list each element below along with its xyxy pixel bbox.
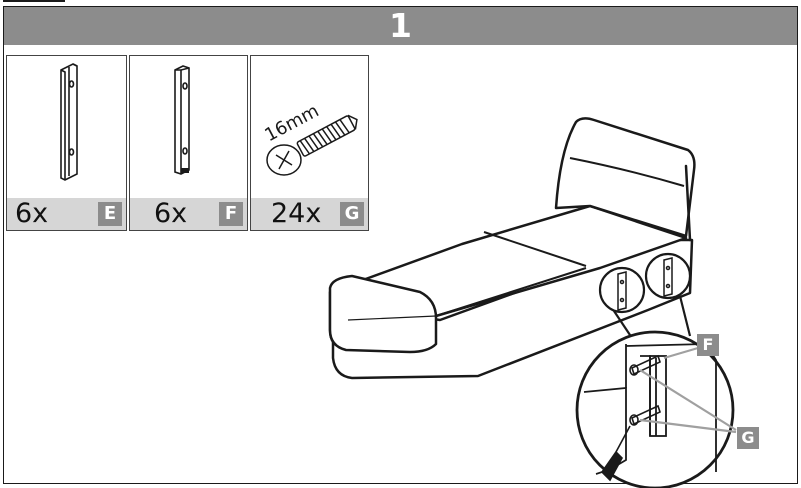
- instruction-frame: [3, 6, 798, 484]
- part-letter: F: [219, 202, 243, 226]
- part-count: 6x: [15, 198, 49, 229]
- count-bar: 6x F: [130, 198, 247, 230]
- part-card-g: 16mm 24x G: [250, 55, 369, 231]
- part-letter: E: [98, 202, 122, 226]
- count-bar: 6x E: [7, 198, 126, 230]
- part-count: 6x: [154, 198, 188, 229]
- part-letter: G: [340, 202, 364, 226]
- step-number: 1: [389, 6, 412, 45]
- short-bracket-icon: [174, 65, 190, 175]
- count-bar: 24x G: [251, 198, 368, 230]
- part-card-f: 6x F: [129, 55, 248, 231]
- screw-icon: 16mm: [261, 100, 358, 176]
- callout-label-f: F: [697, 334, 719, 356]
- corner-tab: [3, 0, 65, 7]
- callout-label-g: G: [737, 427, 759, 449]
- step-header: 1: [4, 7, 797, 45]
- part-card-e: 6x E: [6, 55, 127, 231]
- long-bracket-icon: [60, 63, 78, 181]
- part-count: 24x: [271, 198, 322, 229]
